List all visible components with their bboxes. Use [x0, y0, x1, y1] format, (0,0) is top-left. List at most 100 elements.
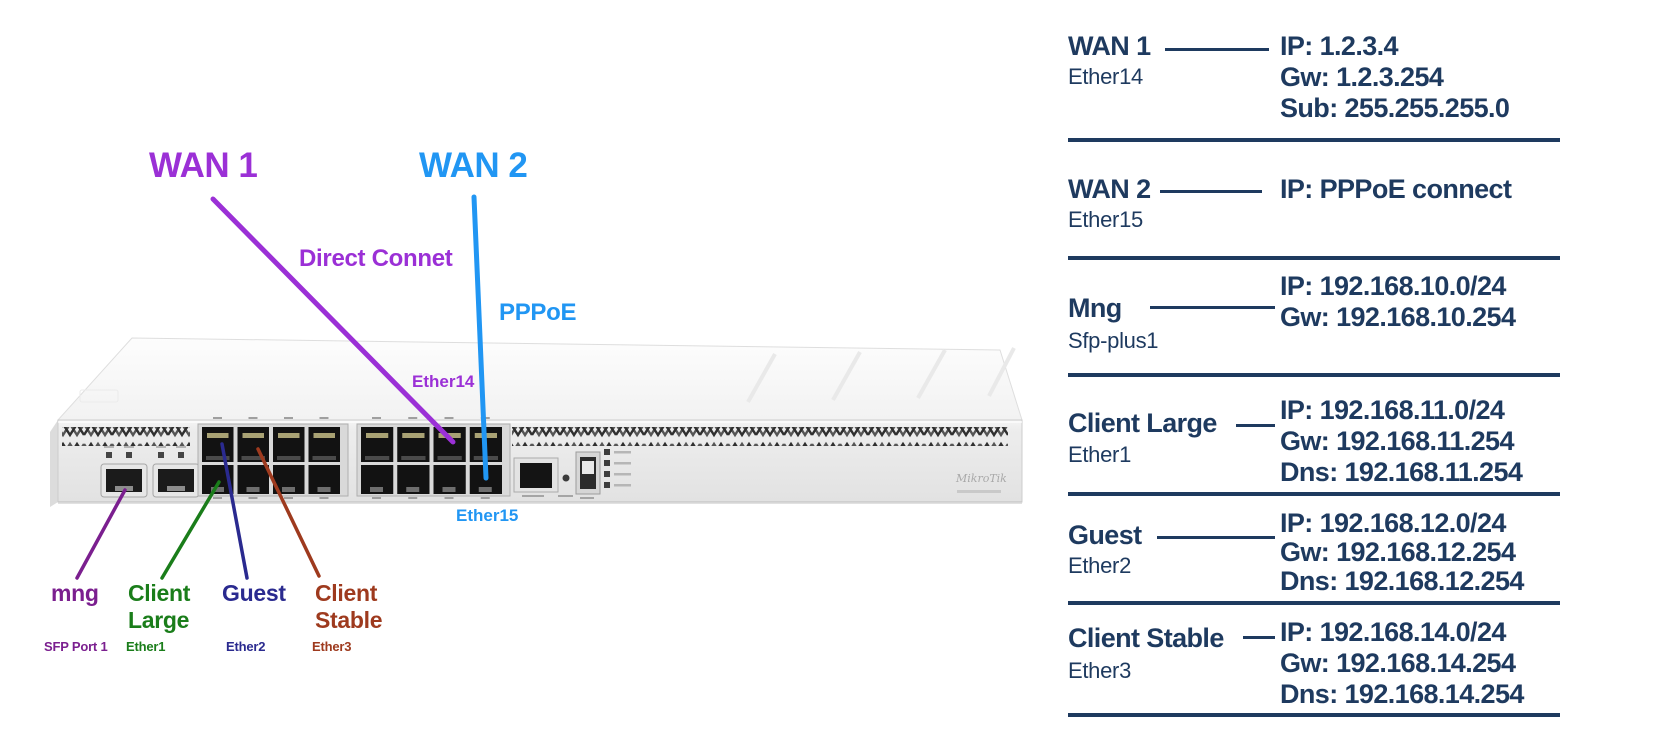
- row-dash: [1160, 190, 1262, 193]
- row-value: Sub: 255.255.255.0: [1280, 93, 1510, 123]
- guest-connector-line: [220, 442, 249, 580]
- row-divider: [1068, 601, 1560, 605]
- ethernet-port-part: [213, 497, 222, 499]
- ethernet-port-part: [248, 417, 258, 419]
- ethernet-port-part: [317, 487, 331, 492]
- row-value: Gw: 192.168.12.254: [1280, 537, 1516, 567]
- row-interface: Ether1: [1068, 442, 1132, 467]
- wan2-connector-line: [471, 194, 489, 481]
- row-name: WAN 2: [1068, 174, 1151, 204]
- ethernet-port-part: [278, 433, 300, 438]
- wan2-label: WAN 2: [419, 146, 528, 185]
- vent-zigzag-left: [62, 427, 190, 446]
- ether1-tag: Ether1: [126, 639, 166, 654]
- router-top-face: [56, 337, 1023, 421]
- guest-label: Guest: [222, 580, 286, 606]
- ethernet-port-part: [246, 487, 260, 492]
- ethernet-port-part: [282, 487, 295, 492]
- row-interface: Sfp-plus1: [1068, 328, 1159, 353]
- ethernet-port-part: [406, 487, 420, 492]
- row-value: Dns: 192.168.14.254: [1280, 679, 1524, 709]
- row-dash: [1150, 306, 1275, 309]
- ethernet-port-part: [277, 456, 301, 460]
- row-name: WAN 1: [1068, 31, 1151, 61]
- row-value: IP: 192.168.14.0/24: [1280, 617, 1506, 647]
- vent-zigzag-right: [512, 427, 1008, 446]
- router-bottom-shadow: [58, 501, 1022, 504]
- sfp-port-2: [152, 463, 200, 498]
- ethernet-port-part: [401, 456, 426, 460]
- ethernet-port-part: [206, 456, 230, 460]
- row-name: Client Large: [1068, 408, 1217, 438]
- mng-label: mng: [51, 580, 99, 606]
- ethernet-port-part: [313, 433, 335, 438]
- row-dash: [1165, 48, 1269, 51]
- row-value: Gw: 192.168.10.254: [1280, 302, 1516, 332]
- top-face-streaks: [746, 347, 1016, 403]
- ethernet-port-part: [437, 456, 462, 460]
- row-value: IP: 192.168.11.0/24: [1280, 395, 1505, 425]
- ethernet-port-part: [319, 497, 329, 499]
- client-large-connector-line: [160, 480, 221, 580]
- router-left-bevel: [50, 420, 58, 507]
- wan1-connection-type-label: Direct Connet: [299, 245, 453, 272]
- row-interface: Ether3: [1068, 658, 1132, 683]
- sfp-port-1-tag: SFP Port 1: [44, 639, 108, 654]
- row-name: Client Stable: [1068, 623, 1224, 653]
- mng-connector-line: [75, 488, 127, 580]
- row-name: Guest: [1068, 520, 1142, 550]
- row-interface: Ether14: [1068, 64, 1143, 89]
- row-value: IP: PPPoE connect: [1280, 174, 1512, 204]
- row-divider: [1068, 492, 1560, 496]
- ethernet-port-part: [241, 456, 265, 460]
- console-port: [513, 457, 559, 497]
- ethernet-port-part: [478, 487, 492, 492]
- reset-button: [558, 474, 573, 497]
- row-divider: [1068, 713, 1560, 717]
- row-value: Gw: 192.168.14.254: [1280, 648, 1516, 678]
- row-value: IP: 192.168.12.0/24: [1280, 508, 1506, 538]
- top-face-print-mark: [79, 389, 119, 403]
- ethernet-port-part: [408, 417, 418, 419]
- row-value: IP: 1.2.3.4: [1280, 31, 1399, 61]
- ethernet-port-part: [319, 417, 329, 419]
- ether14-port-tag: Ether14: [412, 372, 475, 391]
- ethernet-port-part: [444, 497, 454, 499]
- row-value: IP: 192.168.10.0/24: [1280, 271, 1506, 301]
- row-value: Gw: 1.2.3.254: [1280, 62, 1444, 92]
- row-interface: Ether15: [1068, 207, 1143, 232]
- ethernet-port-part: [372, 497, 381, 499]
- ethernet-port-part: [213, 417, 222, 419]
- ethernet-port-part: [370, 487, 383, 492]
- row-divider: [1068, 256, 1560, 260]
- ethernet-port-part: [242, 433, 264, 438]
- row-name: Mng: [1068, 293, 1122, 323]
- model-number-print: [957, 490, 1001, 493]
- ethernet-port-part: [284, 417, 293, 419]
- ether15-port-tag: Ether15: [456, 506, 519, 525]
- client-stable-label: Client Stable: [315, 580, 383, 633]
- ethernet-port-part: [402, 433, 425, 438]
- row-dash: [1236, 424, 1275, 427]
- wan1-label: WAN 1: [149, 146, 258, 185]
- row-interface: Ether2: [1068, 553, 1132, 578]
- ethernet-port-part: [284, 497, 293, 499]
- ethernet-port-part: [480, 497, 490, 499]
- ether2-tag: Ether2: [226, 639, 266, 654]
- wan2-connection-type-label: PPPoE: [499, 299, 577, 326]
- row-divider: [1068, 373, 1560, 377]
- ethernet-port-part: [312, 456, 336, 460]
- ethernet-port-part: [444, 417, 454, 419]
- wan1-connector-line: [210, 196, 456, 445]
- ethernet-port-part: [372, 417, 381, 419]
- row-dash: [1157, 536, 1275, 539]
- ethernet-port-part: [442, 487, 456, 492]
- status-led-column: [604, 449, 631, 488]
- ethernet-port-part: [207, 433, 229, 438]
- ethernet-port-part: [211, 487, 224, 492]
- ethernet-port-part: [365, 456, 390, 460]
- ethernet-port-part: [248, 497, 258, 499]
- usb-port: [575, 451, 601, 499]
- sfp-port-1: [100, 463, 148, 498]
